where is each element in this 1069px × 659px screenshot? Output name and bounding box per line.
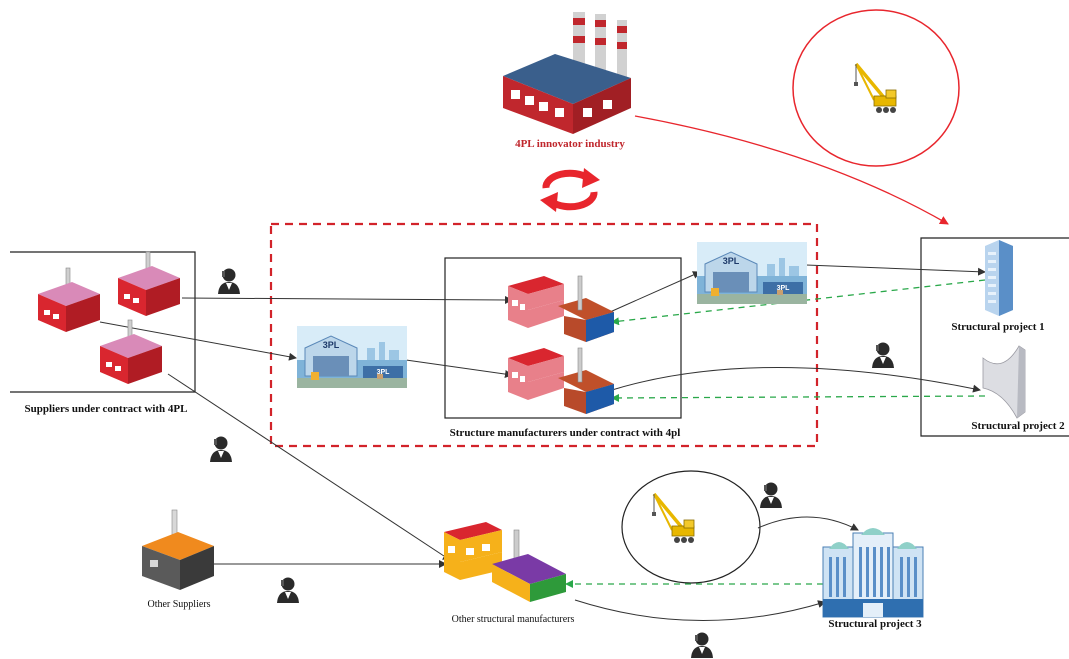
person-icon xyxy=(277,577,299,603)
supplier-to-other-manufacturer-arrow xyxy=(167,373,451,561)
warehouse-tag: 3PL xyxy=(723,256,740,266)
person-icon xyxy=(691,632,713,658)
project2-return-arrow xyxy=(611,393,986,402)
crane-icon xyxy=(852,62,898,115)
innovator-label: 4PL innovator industry xyxy=(515,138,625,150)
project1-label: Structural project 1 xyxy=(951,321,1044,333)
innovator-factory-icon xyxy=(503,12,631,134)
manufacturer-factory-icon xyxy=(507,347,615,415)
manufacturer-factory-icon xyxy=(507,275,615,343)
suppliers-contract-label: Suppliers under contract with 4PL xyxy=(25,403,188,415)
other-manufacturer-factory-icon xyxy=(444,522,566,602)
projects-box xyxy=(920,237,1069,437)
supplier-factory-icon xyxy=(37,267,101,333)
person-icon xyxy=(218,268,240,294)
3pl-to-project1-arrow xyxy=(805,264,986,276)
manufacturer-to-project2-arrow xyxy=(611,367,981,393)
4pl-boundary-box xyxy=(269,222,819,448)
warehouse-to-manufacturer-arrow xyxy=(405,359,513,378)
supplier-factory-icon xyxy=(99,319,163,385)
supplier-factory-icon xyxy=(117,251,181,317)
suppliers-box xyxy=(10,251,196,393)
recycle-arrows-icon xyxy=(540,168,600,212)
person-icon xyxy=(210,436,232,462)
crane-icon xyxy=(650,492,696,545)
supplier-to-manufacturer-arrow xyxy=(181,295,513,304)
building-icon xyxy=(985,240,1013,316)
warehouse-icon: 3PL 3PL xyxy=(296,325,408,389)
person-icon xyxy=(872,342,894,368)
warehouse-tag: 3PL xyxy=(323,340,340,350)
other-manufacturer-to-project3-arrow xyxy=(574,599,826,621)
other-suppliers-label: Other Suppliers xyxy=(147,599,210,610)
person-icon xyxy=(760,482,782,508)
other-supplier-factory-icon xyxy=(142,509,214,590)
crane-highlight-ellipse xyxy=(792,9,960,167)
innovator-to-project-arrow xyxy=(634,115,949,225)
manufacturer-to-3pl-arrow xyxy=(609,271,701,313)
project3-label: Structural project 3 xyxy=(828,618,922,630)
crane-to-project3-arrow xyxy=(757,516,859,531)
project2-label: Structural project 2 xyxy=(971,420,1065,432)
supplier-to-warehouse-arrow xyxy=(99,321,297,361)
other-manufacturers-label: Other structural manufacturers xyxy=(452,614,575,625)
structure-icon xyxy=(982,345,1026,419)
warehouse-tag-small: 3PL xyxy=(377,369,391,376)
manufacturers-contract-label: Structure manufacturers under contract w… xyxy=(450,427,681,439)
warehouse-tag-small: 3PL xyxy=(777,285,791,292)
warehouse-icon: 3PL 3PL xyxy=(696,241,808,305)
manufacturers-box xyxy=(444,257,682,419)
building-icon xyxy=(822,528,924,618)
